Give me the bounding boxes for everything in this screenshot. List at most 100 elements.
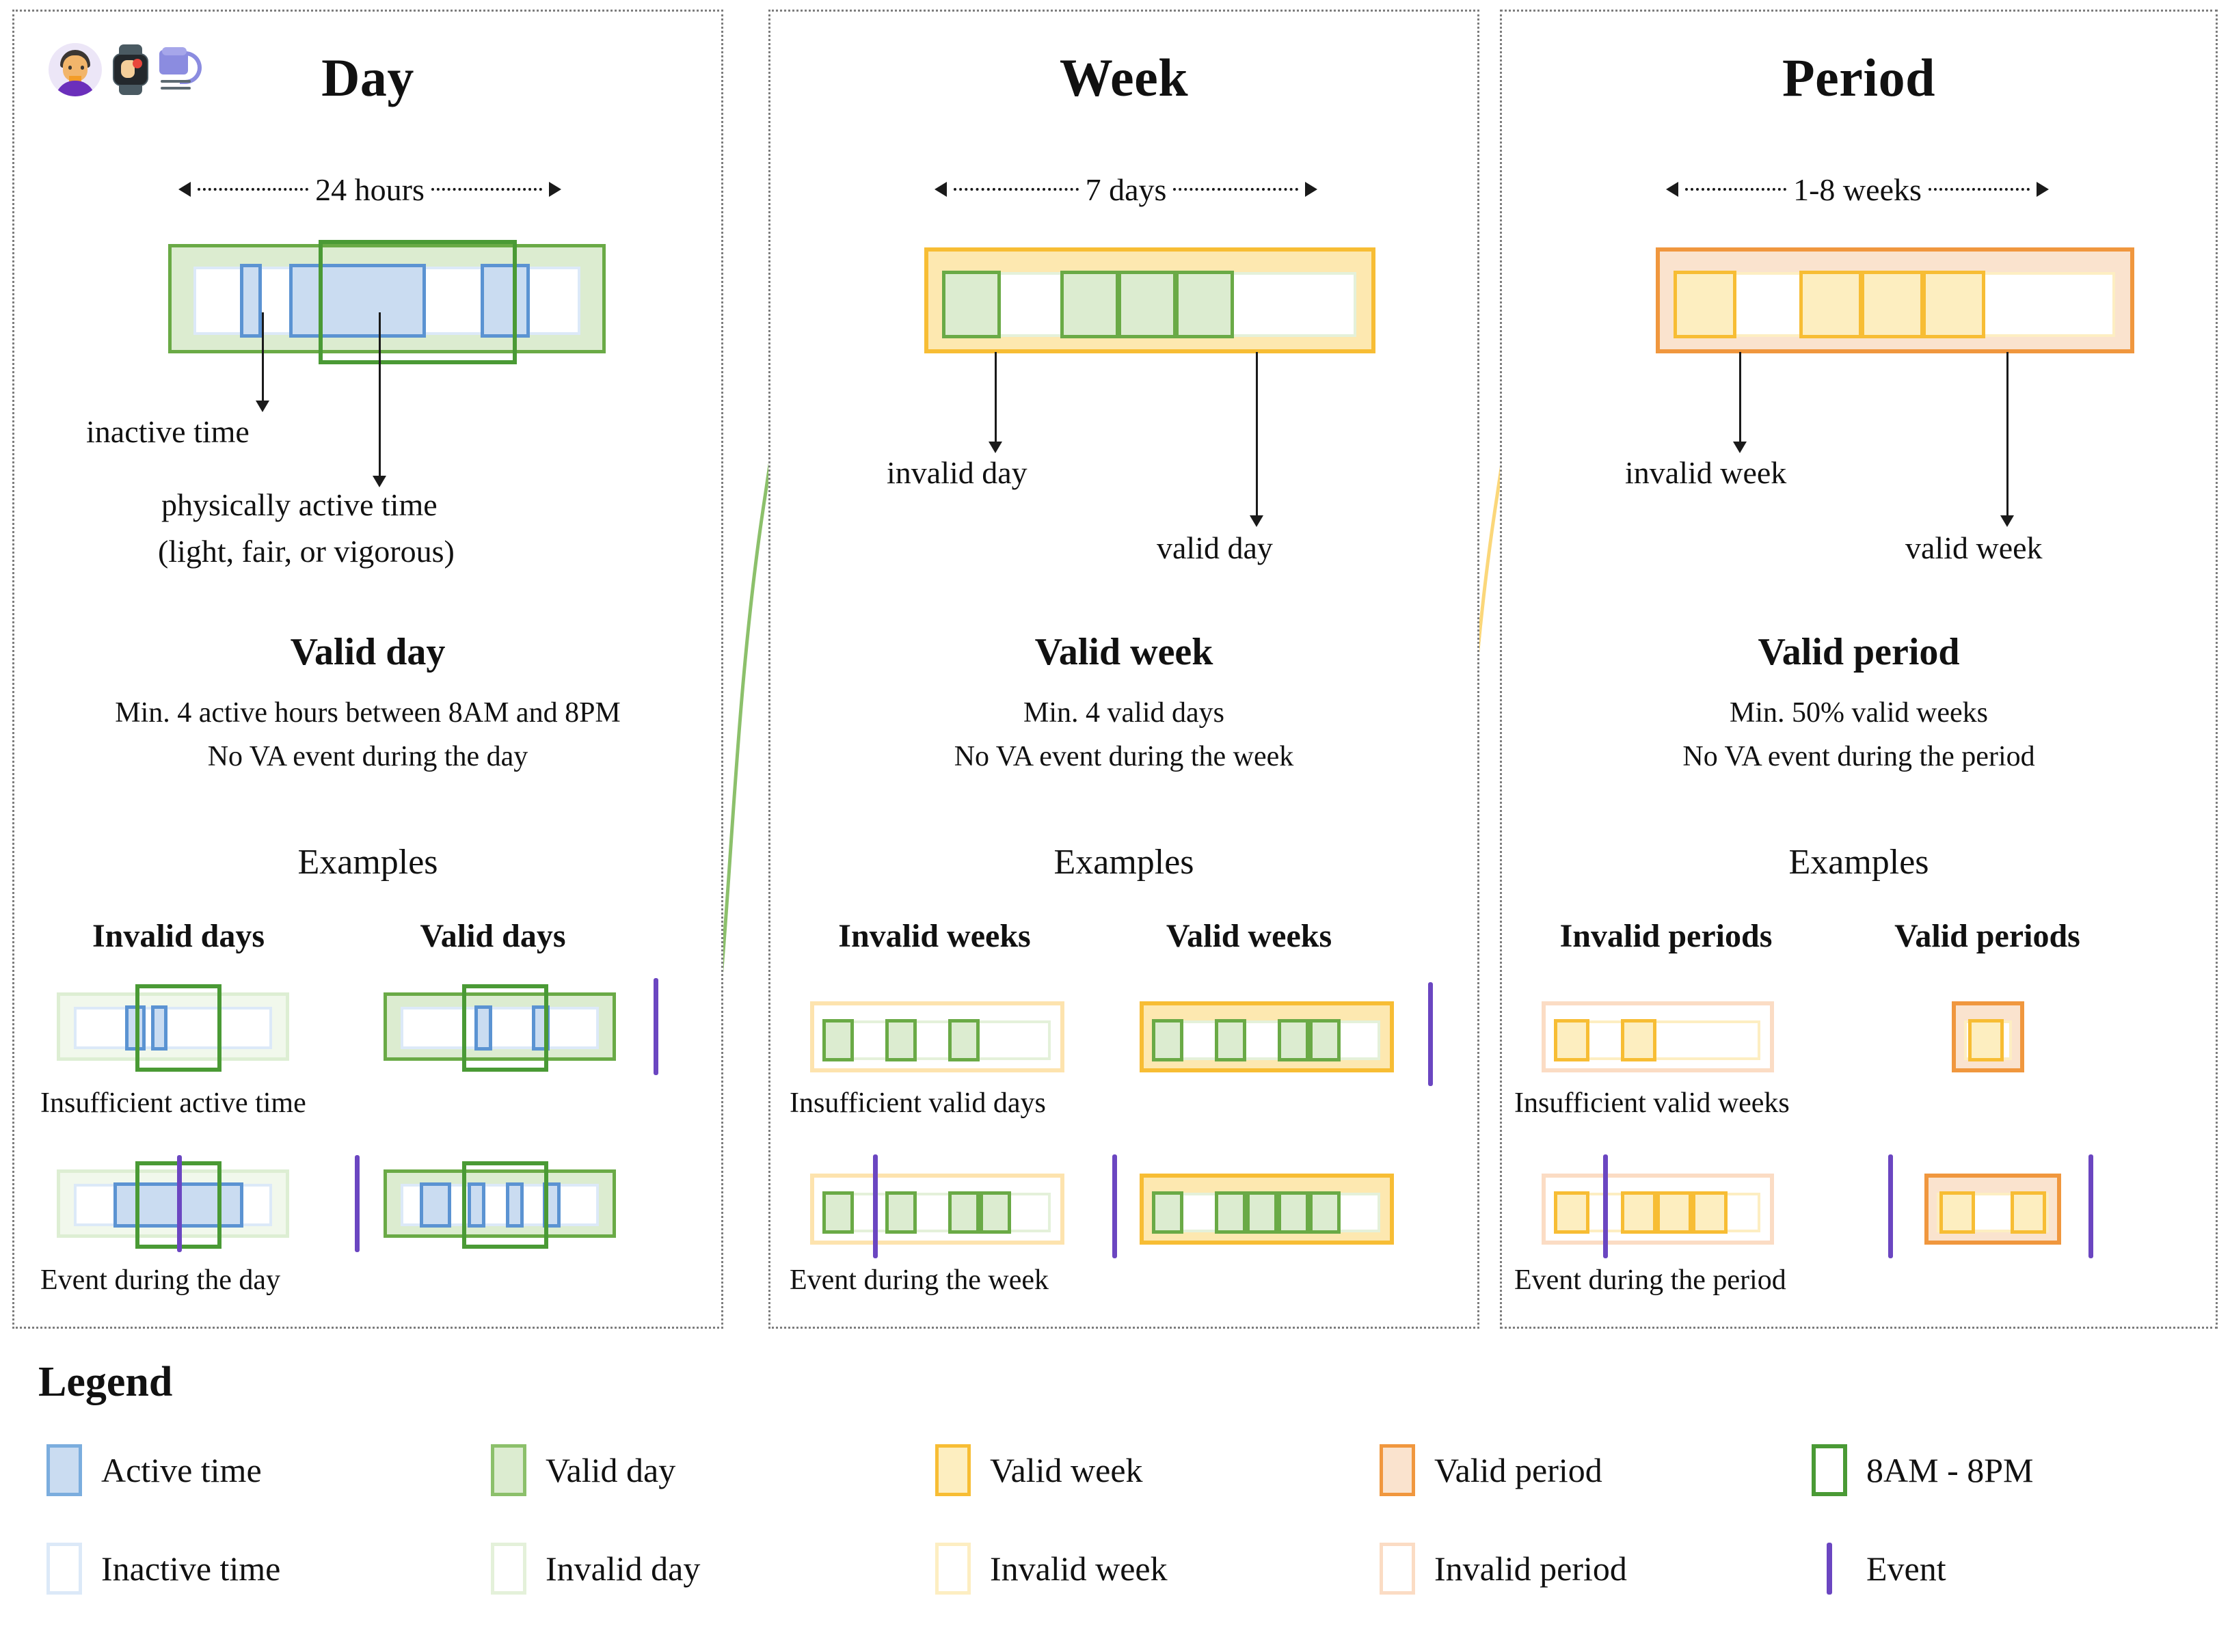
legend-label: Valid week xyxy=(990,1451,1143,1489)
event-marker xyxy=(177,1155,182,1252)
valid-day-cell xyxy=(980,1191,1011,1234)
criteria-line: No VA event during the week xyxy=(954,740,1294,772)
example-period-valid-1 xyxy=(1952,1001,2024,1072)
valid-day-cell xyxy=(822,1019,854,1061)
invalid-col-header-week: Invalid weeks xyxy=(838,918,1031,954)
valid-day-cell xyxy=(885,1191,917,1234)
page-title: Day xyxy=(321,48,414,107)
valid-week-cell xyxy=(1554,1191,1589,1234)
legend-label: Event xyxy=(1866,1549,1946,1588)
panel-day: Day 24 hours inactive time physically ac… xyxy=(12,10,723,1329)
annotation-label-valid-day: valid day xyxy=(1157,530,1273,565)
valid-week-cell xyxy=(1968,1019,2004,1061)
legend-item-valid-day: Valid day xyxy=(491,1444,675,1496)
smartwatch-icon xyxy=(111,44,150,95)
event-marker xyxy=(873,1154,878,1258)
active-block xyxy=(420,1182,451,1228)
active-block xyxy=(151,1005,167,1051)
valid-week-cell xyxy=(1692,1191,1728,1234)
event-marker xyxy=(1888,1154,1893,1258)
data-device-icon xyxy=(159,46,203,94)
examples-heading-week: Examples xyxy=(1053,843,1194,882)
window-8am-8pm xyxy=(135,984,221,1072)
caption-period-invalid-2: Event during the period xyxy=(1514,1264,1786,1296)
criteria-line: Min. 50% valid weeks xyxy=(1730,697,1988,729)
legend-label: 8AM - 8PM xyxy=(1866,1451,2034,1489)
annotation-arrow-active xyxy=(373,312,386,487)
valid-col-header-week: Valid weeks xyxy=(1166,918,1332,954)
example-period-invalid-2 xyxy=(1542,1174,1774,1245)
window-8am-8pm-swatch xyxy=(1812,1444,1847,1496)
legend-label: Invalid week xyxy=(990,1549,1168,1588)
annotation-arrow-valid-day xyxy=(1250,352,1263,527)
annotation-label-active-2: (light, fair, or vigorous) xyxy=(158,534,455,569)
event-marker xyxy=(355,1155,360,1252)
valid-heading-week: Valid week xyxy=(1034,631,1213,673)
period-timeline-band xyxy=(1656,247,2134,353)
active-block xyxy=(481,264,530,338)
annotation-arrow-invalid-day xyxy=(989,352,1002,453)
valid-day-cell xyxy=(1309,1019,1341,1061)
window-8am-8pm xyxy=(462,984,548,1072)
valid-day-cell xyxy=(942,271,1001,338)
criteria-period: Min. 50% valid weeks No VA event during … xyxy=(1502,692,2216,779)
dimension-label-day: 24 hours xyxy=(178,172,562,207)
valid-day-swatch xyxy=(491,1444,526,1496)
page-title: Period xyxy=(1782,48,1935,107)
panel-period: Period 1-8 weeks invalid week valid week… xyxy=(1500,10,2218,1329)
criteria-week: Min. 4 valid days No VA event during the… xyxy=(770,692,1477,779)
annotation-arrow-inactive xyxy=(256,312,269,412)
valid-week-cell xyxy=(1939,1191,1975,1234)
invalid-day-swatch xyxy=(491,1543,526,1595)
valid-day-cell xyxy=(1175,271,1234,338)
legend-label: Valid period xyxy=(1434,1451,1602,1489)
examples-heading-day: Examples xyxy=(297,843,438,882)
annotation-label-invalid-day: invalid day xyxy=(887,455,1027,490)
active-block xyxy=(506,1182,524,1228)
event-swatch xyxy=(1827,1543,1832,1595)
example-day-valid-1 xyxy=(384,984,616,1072)
legend-title: Legend xyxy=(38,1359,173,1405)
valid-day-cell xyxy=(1278,1019,1309,1061)
event-marker xyxy=(654,978,658,1075)
active-block xyxy=(474,1005,492,1051)
valid-day-cell xyxy=(1060,271,1119,338)
valid-day-cell xyxy=(822,1191,854,1234)
annotation-arrow-invalid-week xyxy=(1733,352,1747,453)
valid-day-cell xyxy=(1118,271,1177,338)
annotation-label-inactive: inactive time xyxy=(86,414,250,449)
valid-week-cell xyxy=(1621,1191,1656,1234)
legend-label: Valid day xyxy=(546,1451,676,1489)
week-timeline-band xyxy=(924,247,1375,353)
valid-day-cell xyxy=(1152,1019,1183,1061)
device-icons xyxy=(49,43,203,96)
window-8am-8pm xyxy=(319,240,517,364)
dimension-label-week: 7 days xyxy=(935,172,1318,207)
panel-week: Week 7 days invalid day valid day Valid … xyxy=(768,10,1479,1329)
dimension-text: 7 days xyxy=(1085,172,1167,207)
event-marker xyxy=(1112,1154,1117,1258)
valid-heading-period: Valid period xyxy=(1758,631,1960,673)
active-time-swatch xyxy=(46,1444,82,1496)
criteria-line: Min. 4 valid days xyxy=(1023,697,1224,729)
caption-day-invalid-2: Event during the day xyxy=(40,1264,281,1296)
caption-week-invalid-1: Insufficient valid days xyxy=(790,1087,1046,1119)
active-block xyxy=(240,264,262,338)
active-block xyxy=(468,1182,485,1228)
invalid-week-swatch xyxy=(935,1543,971,1595)
example-day-invalid-2 xyxy=(57,1161,289,1249)
legend-item-8am-8pm: 8AM - 8PM xyxy=(1812,1444,2033,1496)
valid-day-cell xyxy=(1309,1191,1341,1234)
valid-day-cell xyxy=(1278,1191,1309,1234)
valid-day-cell xyxy=(1215,1019,1246,1061)
example-period-valid-2 xyxy=(1924,1174,2061,1245)
valid-heading-day: Valid day xyxy=(290,631,446,673)
valid-day-cell xyxy=(1215,1191,1246,1234)
active-block xyxy=(289,264,426,338)
caption-period-invalid-1: Insufficient valid weeks xyxy=(1514,1087,1790,1119)
criteria-line: No VA event during the period xyxy=(1682,740,2035,772)
legend-item-invalid-day: Invalid day xyxy=(491,1543,700,1595)
legend-item-event: Event xyxy=(1827,1543,1946,1595)
valid-day-cell xyxy=(948,1019,980,1061)
legend-item-inactive-time: Inactive time xyxy=(46,1543,280,1595)
